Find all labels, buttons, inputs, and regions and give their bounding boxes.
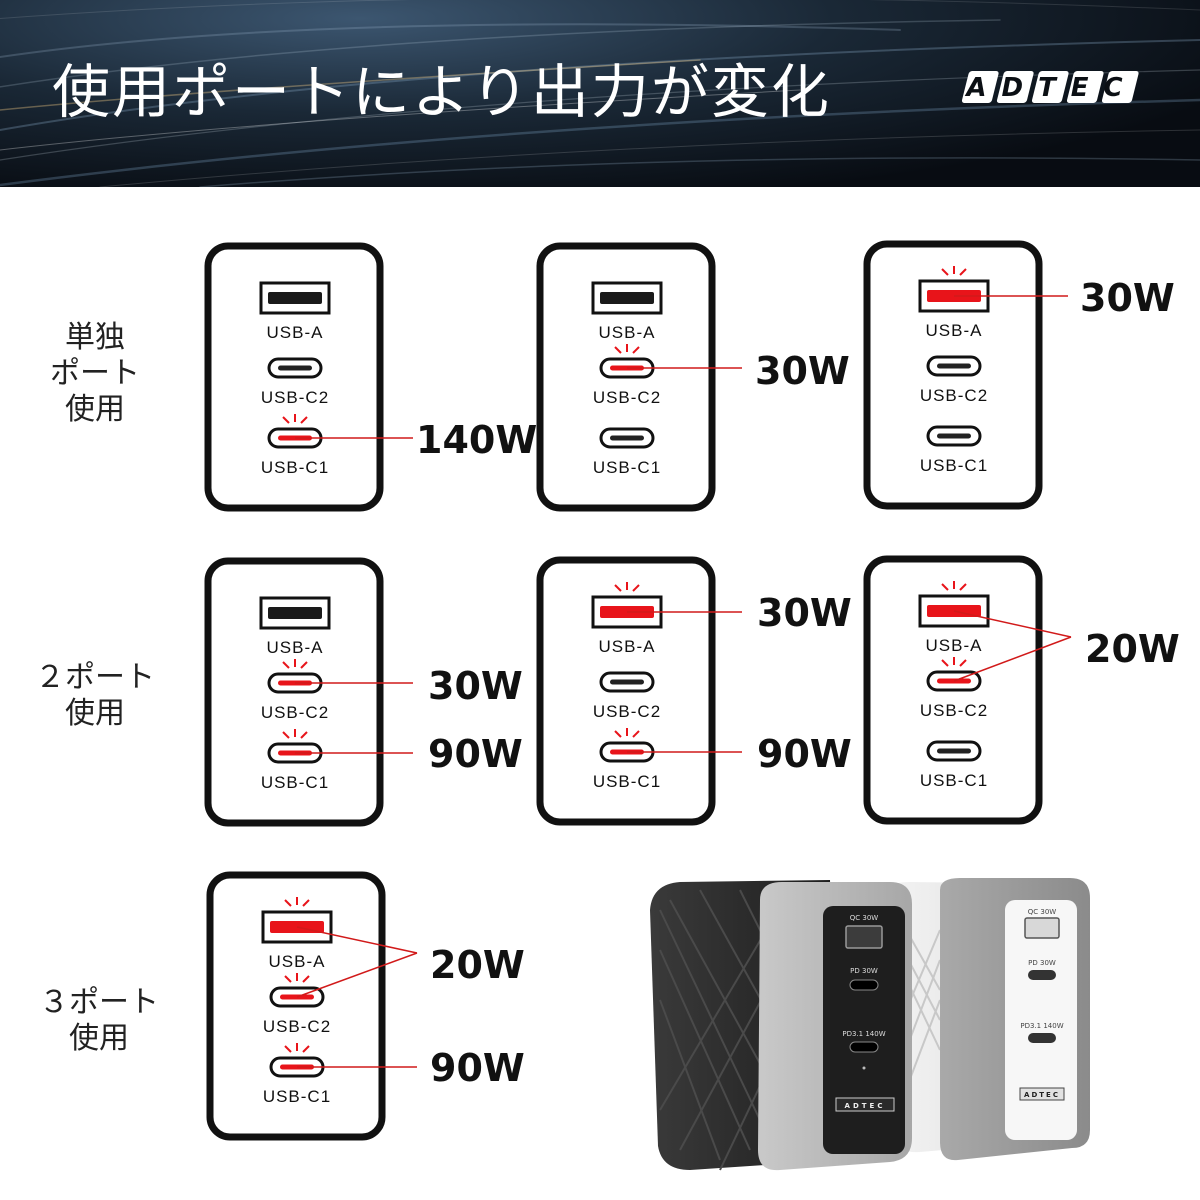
output-watt-label: 30W xyxy=(755,349,850,393)
active-spark xyxy=(632,584,640,592)
active-spark xyxy=(282,731,290,739)
black-charger-brand: ADTEC xyxy=(845,1102,886,1110)
port-label-c2: USB-C2 xyxy=(920,701,988,720)
output-watt-label: 20W xyxy=(430,943,525,987)
active-spark xyxy=(614,584,622,592)
white-charger-brand: ADTEC xyxy=(1024,1091,1060,1099)
port-label-a: USB-A xyxy=(926,636,983,655)
usb-c1-port-tongue xyxy=(610,435,644,441)
active-spark xyxy=(282,416,290,424)
active-spark xyxy=(302,899,310,907)
usb-c1-port-tongue xyxy=(937,748,971,754)
output-watt-label: 20W xyxy=(1085,627,1180,671)
output-watt-label: 140W xyxy=(416,418,537,462)
port-label-c2: USB-C2 xyxy=(593,702,661,721)
black-charger-pd31-label: PD3.1 140W xyxy=(842,1030,885,1038)
port-label-c2: USB-C2 xyxy=(593,388,661,407)
active-spark xyxy=(282,661,290,669)
active-spark xyxy=(300,416,308,424)
charger-product-photo: QC 30W PD 30W PD3.1 140W ADTEC QC 30W PD… xyxy=(650,878,1090,1171)
connector-line xyxy=(953,636,1072,682)
connector-line xyxy=(953,610,1072,638)
black-charger-pd-label: PD 30W xyxy=(850,967,878,975)
active-spark xyxy=(959,268,967,276)
active-spark xyxy=(302,975,310,983)
active-spark xyxy=(302,1045,310,1053)
active-spark xyxy=(300,731,308,739)
port-label-a: USB-A xyxy=(599,637,656,656)
white-charger: QC 30W PD 30W PD3.1 140W ADTEC xyxy=(880,878,1090,1161)
output-watt-label: 30W xyxy=(757,591,852,635)
port-label-a: USB-A xyxy=(926,321,983,340)
active-spark xyxy=(632,346,640,354)
adtec-logo: ADTEC xyxy=(961,71,1139,103)
usb-c2-port-tongue xyxy=(278,365,312,371)
output-watt-label: 30W xyxy=(428,664,523,708)
usb-c2-port-tongue xyxy=(937,363,971,369)
light-streaks-background xyxy=(0,0,1200,187)
port-label-a: USB-A xyxy=(267,323,324,342)
usb-c2-port-tongue xyxy=(610,679,644,685)
row-label-two: ２ポート 使用 xyxy=(35,660,155,731)
port-label-c2: USB-C2 xyxy=(920,386,988,405)
usb-a-port-tongue xyxy=(600,292,654,304)
output-watt-label: 90W xyxy=(757,732,852,776)
active-spark xyxy=(614,346,622,354)
port-label-c1: USB-C1 xyxy=(920,456,988,475)
active-spark xyxy=(284,899,292,907)
active-spark xyxy=(284,975,292,983)
output-watt-label: 30W xyxy=(1080,276,1175,320)
connector-line xyxy=(296,952,418,998)
port-label-a: USB-A xyxy=(269,952,326,971)
connector-line xyxy=(296,926,418,954)
port-label-c1: USB-C1 xyxy=(920,771,988,790)
usb-a-port-tongue xyxy=(268,607,322,619)
active-spark xyxy=(941,268,949,276)
usb-a-port-tongue xyxy=(268,292,322,304)
black-charger: QC 30W PD 30W PD3.1 140W ADTEC xyxy=(650,880,912,1171)
active-spark xyxy=(959,659,967,667)
header-banner: 使用ポートにより出力が変化 ADTEC xyxy=(0,0,1200,187)
port-label-c1: USB-C1 xyxy=(263,1087,331,1106)
row-label-three: ３ポート 使用 xyxy=(39,985,159,1056)
active-spark xyxy=(941,583,949,591)
page-title: 使用ポートにより出力が変化 xyxy=(52,58,831,126)
black-charger-qc-label: QC 30W xyxy=(850,914,879,922)
white-charger-qc-label: QC 30W xyxy=(1028,908,1057,916)
active-spark xyxy=(632,730,640,738)
port-label-c2: USB-C2 xyxy=(261,703,329,722)
port-label-c1: USB-C1 xyxy=(593,772,661,791)
port-label-c1: USB-C1 xyxy=(261,458,329,477)
active-spark xyxy=(614,730,622,738)
usb-c1-port-tongue xyxy=(937,433,971,439)
white-charger-pd-label: PD 30W xyxy=(1028,959,1056,967)
output-watt-label: 90W xyxy=(428,732,523,776)
white-charger-pd31-label: PD3.1 140W xyxy=(1020,1022,1063,1030)
port-label-c1: USB-C1 xyxy=(261,773,329,792)
port-label-a: USB-A xyxy=(599,323,656,342)
port-label-c1: USB-C1 xyxy=(593,458,661,477)
active-spark xyxy=(959,583,967,591)
logo-text: ADTEC xyxy=(964,73,1137,103)
active-spark xyxy=(941,659,949,667)
active-spark xyxy=(284,1045,292,1053)
active-spark xyxy=(300,661,308,669)
row-label-single: 単独 ポート 使用 xyxy=(50,320,140,427)
output-watt-label: 90W xyxy=(430,1046,525,1090)
port-label-c2: USB-C2 xyxy=(261,388,329,407)
port-label-a: USB-A xyxy=(267,638,324,657)
port-label-c2: USB-C2 xyxy=(263,1017,331,1036)
